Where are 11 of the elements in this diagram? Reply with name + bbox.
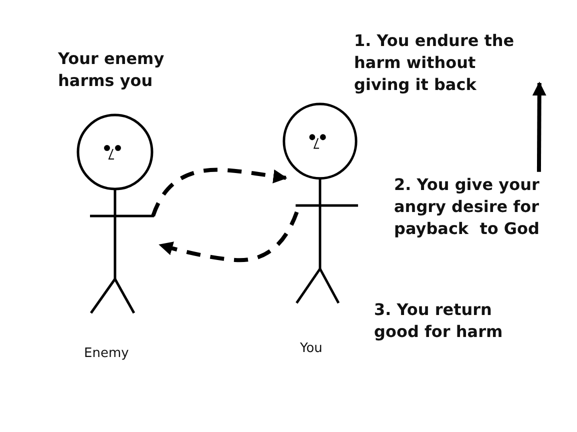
arrow	[151, 168, 288, 217]
step-text: 1. You endure the harm without giving it back	[354, 30, 534, 100]
arrow	[532, 82, 546, 172]
caption-text: Your enemy harms you	[58, 48, 166, 92]
figure-caption: Enemy	[84, 346, 129, 361]
caption-text: 3. You return good for harm	[374, 299, 504, 343]
stick-figure-drawing	[76, 113, 156, 315]
arrow	[158, 211, 299, 262]
stick-figure-drawing	[282, 102, 360, 305]
step-text: 2. You give your angry desire for payback to God	[394, 174, 554, 244]
figure-caption: You	[300, 341, 322, 356]
